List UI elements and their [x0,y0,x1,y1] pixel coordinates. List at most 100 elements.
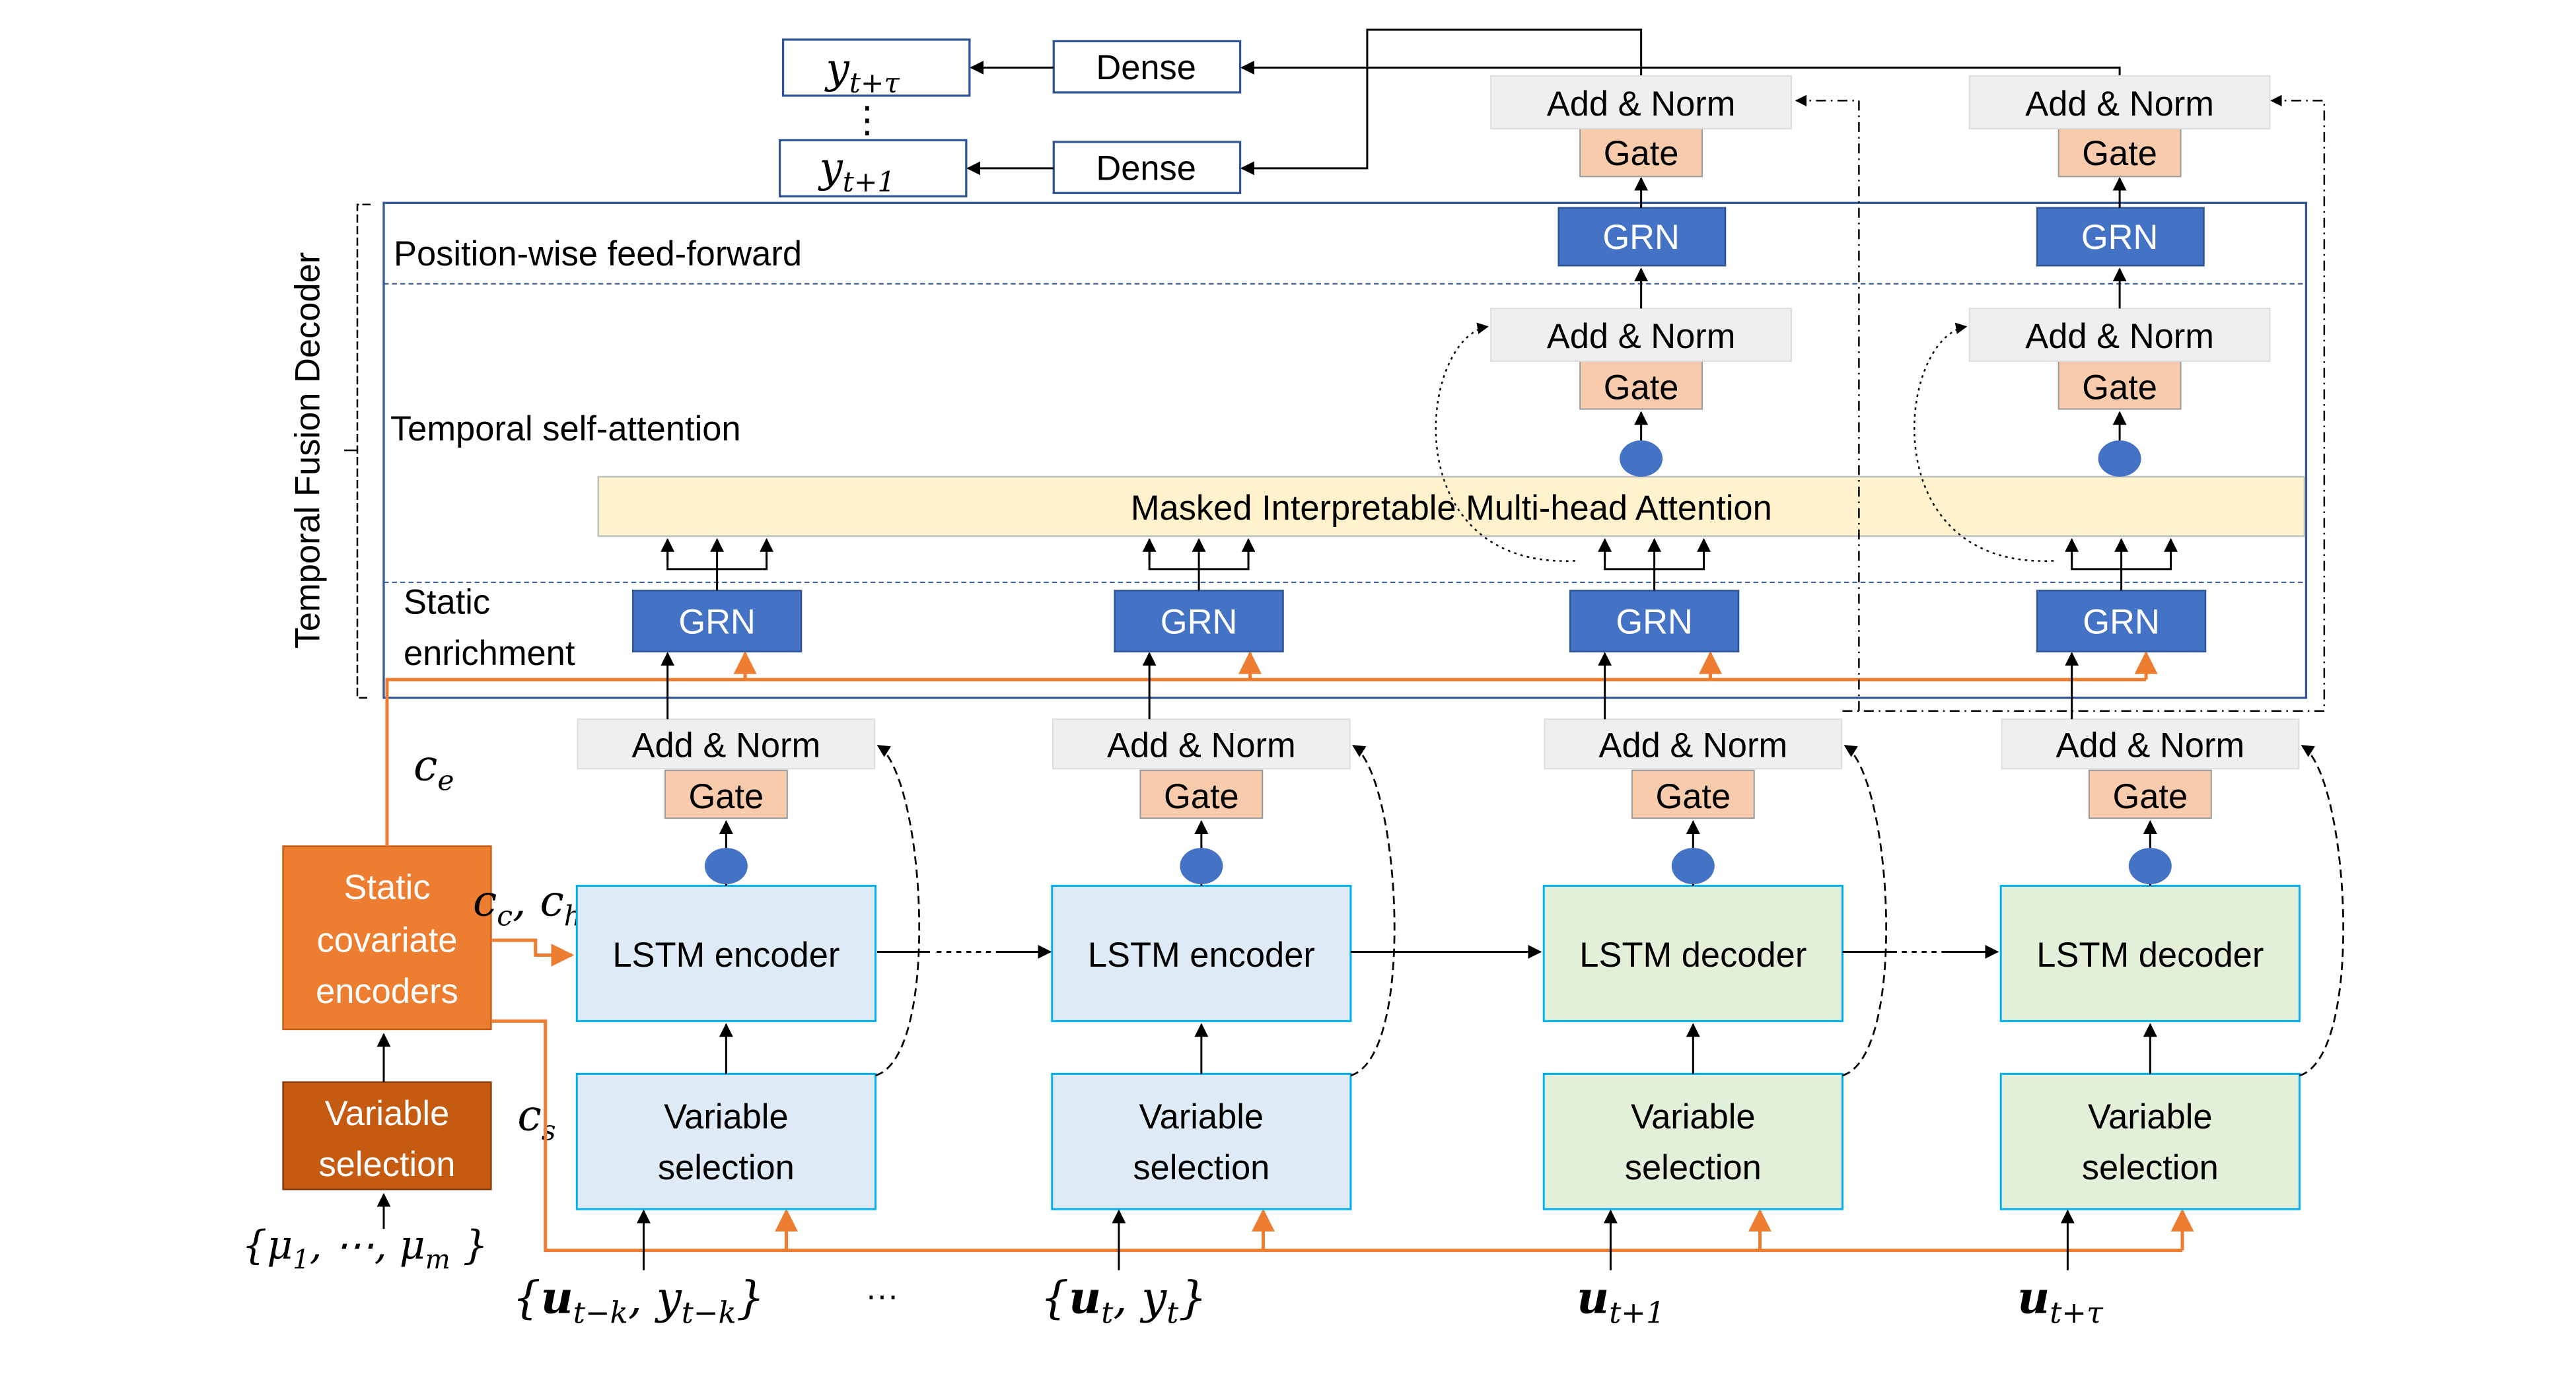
grn-label: GRN [2081,219,2159,257]
skip-connection-curve [1350,745,1396,1077]
context-ce-label: ce [413,742,454,798]
temporal-attention-label: Temporal self-attention [390,410,741,448]
gate-label: Gate [1604,369,1679,407]
attention-skip-curve [1435,322,1575,562]
residual-node [2128,848,2172,885]
grn-label: GRN [1602,219,1680,257]
skip-connection-curve [1842,745,1888,1077]
gate-box [1139,769,1264,819]
add-norm-label: Add & Norm [1547,85,1736,123]
skip-connection-curve [875,745,921,1077]
add-norm-label: Add & Norm [632,727,821,765]
time-step-column-4: Variable selection LSTM decoder Gate Add & N… [1999,537,2345,1270]
add-norm-box [1544,718,1843,770]
residual-node [1671,848,1715,885]
static-context-lines [385,650,2194,1253]
output-arrows [966,28,2121,176]
svg-text:yt+1: yt+1 [818,143,896,199]
residual-node [704,848,748,885]
attention-residual-node [1620,440,1663,477]
svg-text:yt+τ: yt+τ [824,44,901,100]
grn-label: GRN [678,603,756,641]
grn-label: GRN [1616,603,1693,641]
feedforward-grn [2036,207,2205,267]
decoder-title: Temporal Fusion Decoder [289,252,328,649]
output-top-base: y [824,44,850,92]
context-cs-label: cs [517,1091,555,1147]
static-encoder-line-2: covariate [317,921,458,959]
attention-gate-box [2057,361,2182,410]
lstm-label: LSTM encoder [1088,936,1315,975]
gate-label: Gate [2082,135,2157,173]
add-norm-box [2001,718,2300,770]
output-top-sub: t+τ [849,67,901,100]
lstm-box [1999,885,2301,1022]
output-add-norm-box [1968,75,2271,129]
output-bottom-sub: t+1 [843,166,896,199]
position-wise-label: Position-wise feed-forward [394,235,802,273]
attention-bar [597,475,2306,537]
static-variable-selection-box [282,1081,492,1191]
gate-box [1631,769,1755,819]
variable-selection-line-1: Variable [1139,1098,1264,1136]
dense-bottom-label: Dense [1096,149,1196,188]
add-norm-box [1052,718,1351,770]
variable-selection-line-2: selection [1133,1149,1270,1187]
add-norm-label: Add & Norm [2056,727,2244,765]
output-bottom-box: yt+1 [778,139,968,199]
gate-label: Gate [2082,369,2157,407]
static-vs-line-2: selection [318,1146,455,1184]
static-enrichment-label-1: Static [404,583,490,621]
gate-box [664,769,788,819]
lstm-label: LSTM decoder [1579,936,1807,975]
output-gate-box [1579,127,1703,178]
static-encoder-line-1: Static [343,869,430,907]
output-top-box: yt+τ [781,38,971,100]
output-gate-box [2057,127,2182,178]
gate-label: Gate [1604,135,1679,173]
static-enrichment-label-2: enrichment [404,635,575,673]
add-norm-label: Add & Norm [2025,318,2214,356]
temporal-fusion-decoder-frame [344,201,2308,699]
grn-label: GRN [2083,603,2160,641]
dense-top-box [1052,40,1242,94]
variable-selection-line-1: Variable [664,1098,789,1136]
gate-label: Gate [688,778,764,816]
gate-label: Gate [1655,778,1731,816]
variable-selection-box [1542,1072,1843,1210]
static-vs-line-1: Variable [325,1095,450,1133]
skip-connections-dashdot [1795,94,2326,712]
static-enrichment-grn [631,590,803,653]
dense-top-label: Dense [1096,49,1196,87]
variable-selection-line-2: selection [1625,1149,1762,1187]
variable-selection-line-2: selection [2082,1149,2219,1187]
variable-selection-line-1: Variable [2088,1098,2213,1136]
static-enrichment-grn [1114,590,1284,653]
add-norm-label: Add & Norm [1107,727,1296,765]
context-cc-ch-label: cc, ch [473,877,582,933]
input-label-1: {ut−k, yt−k} [513,1272,765,1331]
attention-label: Masked Interpretable Multi-head Attentio… [1131,489,1772,528]
attention-gate-box [1579,361,1703,410]
variable-selection-box [1999,1072,2301,1210]
output-bottom-base: y [818,143,843,191]
attention-add-norm-box [1968,308,2271,363]
static-enrichment-grn [2036,590,2207,653]
gate-label: Gate [2112,778,2188,816]
time-step-column-2: Variable selection LSTM encoder Gate Add & N… [1051,537,1396,1270]
static-covariate-encoders-box [282,845,492,1031]
lstm-box [575,885,877,1022]
gate-label: Gate [1164,778,1239,816]
grn-label: GRN [1161,603,1238,641]
static-inputs-label: {μ1, ⋯, μm } [242,1222,488,1275]
variable-selection-line-1: Variable [1631,1098,1756,1136]
variable-selection-box [1051,1072,1352,1210]
attention-residual-node [2098,440,2141,477]
input-dots: ··· [865,1277,898,1314]
lstm-label: LSTM decoder [2036,936,2264,975]
